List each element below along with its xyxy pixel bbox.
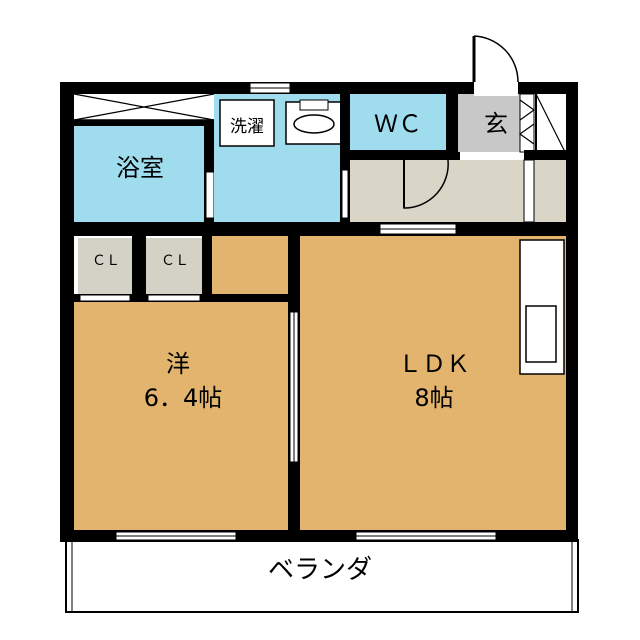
entrance-label: 玄: [484, 110, 508, 138]
ldk-size: 8帖: [414, 384, 453, 412]
closet-2-label: ＣＬ: [161, 253, 189, 269]
laundry-label: 洗濯: [230, 117, 264, 137]
bathroom-floor: [74, 124, 204, 222]
outer-wall-left: [60, 82, 74, 542]
entrance-floor: [458, 94, 524, 152]
toilet-floor: [350, 94, 446, 152]
laundry-area: [219, 99, 275, 147]
veranda-area: [65, 539, 579, 613]
outer-wall-top: [60, 82, 578, 94]
closet-1-floor: [78, 238, 132, 294]
kitchen-sink: [525, 305, 557, 363]
wall-mid-horizontal: [60, 222, 578, 236]
western-room-floor: [74, 302, 288, 530]
closet-1-label: ＣＬ: [92, 253, 120, 269]
western-room-name: 洋: [166, 350, 190, 378]
outer-wall-right: [566, 82, 578, 542]
bath-label: 浴室: [116, 154, 164, 182]
veranda-label: ベランダ: [268, 555, 372, 585]
ldk-name: ＬＤＫ: [398, 350, 470, 378]
western-room-size: 6．4帖: [144, 384, 223, 412]
entrance-door-swing: [473, 35, 519, 83]
toilet-door-swing: [403, 159, 449, 209]
toilet-label: ＷＣ: [374, 110, 422, 138]
closet-2-floor: [146, 238, 202, 294]
